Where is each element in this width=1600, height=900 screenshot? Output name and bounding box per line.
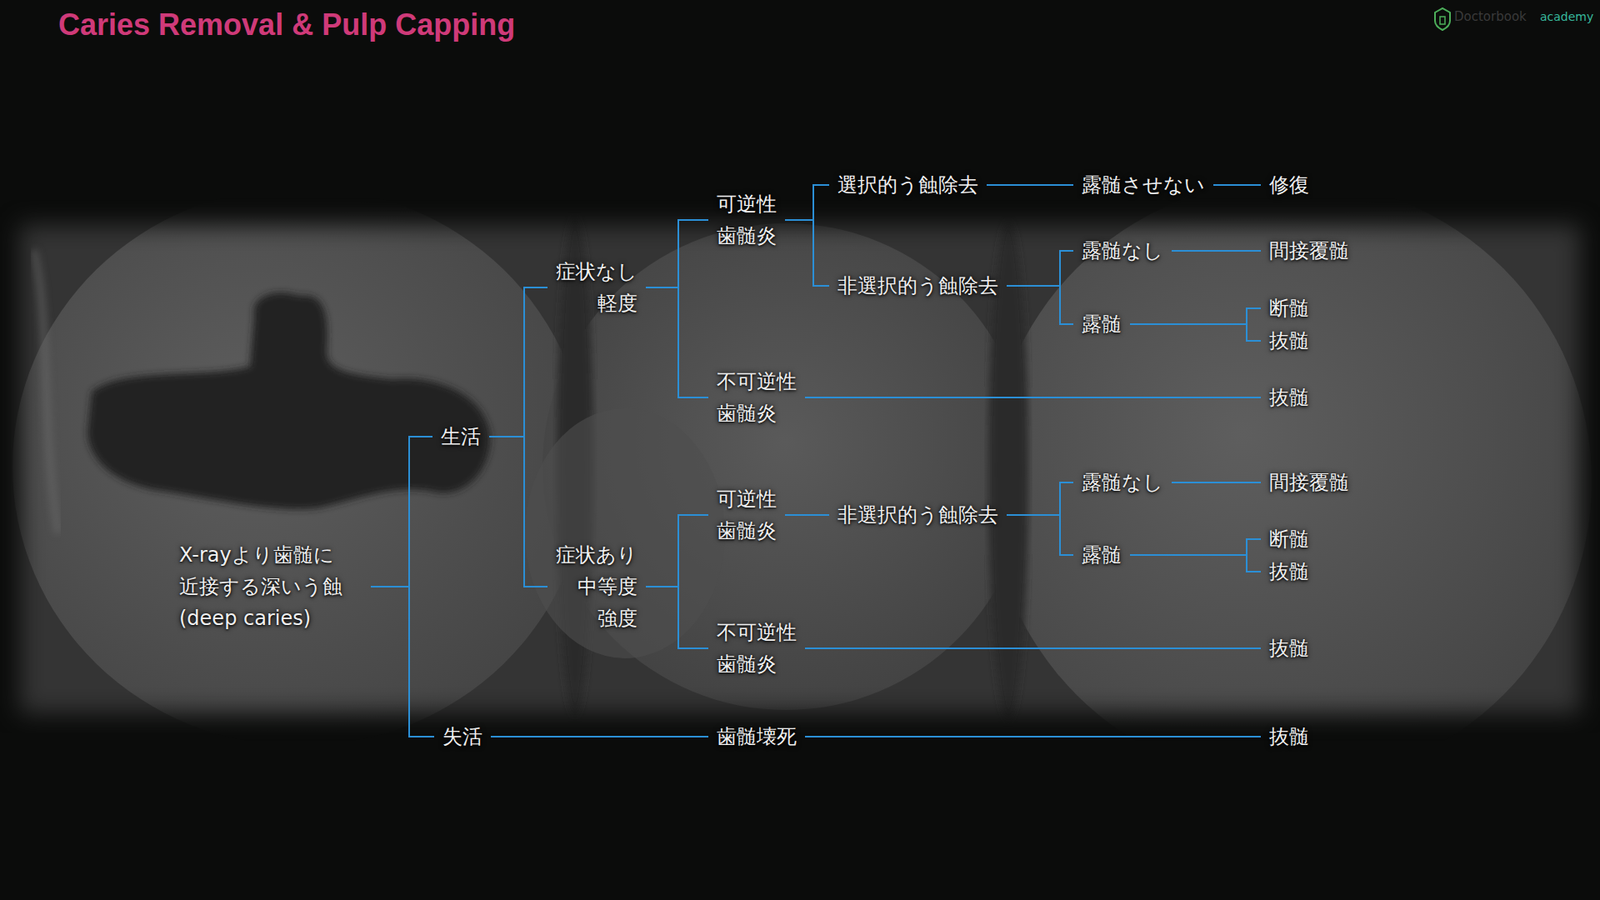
tree-node: 露髄 bbox=[1073, 308, 1130, 340]
connector-line bbox=[370, 436, 433, 587]
slide-title: Caries Removal & Pulp Capping bbox=[58, 5, 515, 45]
tree-node: 露髄なし bbox=[1073, 466, 1172, 499]
connector-line bbox=[489, 436, 548, 587]
connector-line bbox=[1130, 539, 1261, 555]
node-text: 選択的う蝕除去 bbox=[837, 169, 979, 201]
node-text: 抜髄 bbox=[1269, 720, 1310, 753]
node-text: 露髄なし bbox=[1081, 235, 1164, 267]
connector-line bbox=[805, 396, 1261, 399]
connector-line bbox=[645, 220, 709, 288]
connector-line bbox=[1006, 515, 1074, 555]
node-text: 非選択的う蝕除去 bbox=[837, 499, 999, 531]
tree-node: 不可逆性 歯髄炎 bbox=[708, 616, 805, 680]
logo-door bbox=[1440, 16, 1445, 25]
tree-node: 露髄なし bbox=[1073, 235, 1172, 267]
connector-line bbox=[490, 735, 709, 738]
connector-line bbox=[489, 287, 548, 437]
tree-node: 生活 bbox=[432, 420, 490, 453]
tree-node: 歯髄壊死 bbox=[708, 720, 805, 753]
connector-line bbox=[805, 647, 1261, 650]
node-text: 抜髄 bbox=[1269, 381, 1310, 414]
tree-node: 抜髄 bbox=[1260, 381, 1318, 414]
connector-line bbox=[785, 514, 830, 516]
node-text: 間接覆髄 bbox=[1269, 235, 1350, 267]
node-text: 断髄 bbox=[1269, 523, 1310, 555]
connector-line bbox=[986, 184, 1074, 186]
node-text: X-rayより歯髄に 近接する深いう蝕 (deep caries) bbox=[179, 539, 363, 635]
watermark-text: Doctorbook bbox=[1454, 9, 1527, 25]
photo-band bbox=[0, 180, 1600, 784]
tree-node: 修復 bbox=[1260, 169, 1318, 201]
node-text: 露髄 bbox=[1081, 539, 1122, 571]
tree-node: 断髄 bbox=[1260, 523, 1318, 555]
connector-line bbox=[1006, 250, 1074, 286]
connector-line bbox=[1006, 285, 1074, 325]
node-text: 可逆性 歯髄炎 bbox=[716, 483, 777, 547]
connector-line bbox=[1006, 482, 1074, 515]
tree-node: 可逆性 歯髄炎 bbox=[708, 483, 785, 547]
tree-node: 非選択的う蝕除去 bbox=[829, 499, 1007, 531]
node-text: 症状あり 中等度 強度 bbox=[555, 539, 638, 635]
node-text: 断髄 bbox=[1269, 292, 1310, 325]
connector-line bbox=[1130, 555, 1261, 572]
node-text: 抜髄 bbox=[1269, 325, 1310, 357]
tree-node: 失活 bbox=[434, 720, 491, 753]
node-text: 間接覆髄 bbox=[1269, 466, 1350, 499]
node-text: 露髄なし bbox=[1081, 466, 1164, 499]
tree-node: 可逆性 歯髄炎 bbox=[708, 188, 785, 252]
connector-line bbox=[1213, 184, 1261, 186]
tree-node: 抜髄 bbox=[1260, 720, 1318, 753]
tree-node: 間接覆髄 bbox=[1260, 235, 1358, 267]
connector-line bbox=[370, 586, 435, 737]
connector-line bbox=[645, 515, 709, 587]
node-text: 生活 bbox=[440, 420, 481, 453]
molar-right bbox=[988, 180, 1592, 784]
tree-node: 症状あり 中等度 強度 bbox=[547, 539, 646, 635]
connector-line bbox=[645, 287, 709, 398]
tree-node: 間接覆髄 bbox=[1260, 466, 1358, 499]
tree-node: 選択的う蝕除去 bbox=[829, 169, 987, 201]
enamel-shade bbox=[525, 408, 725, 659]
tree-node: 断髄 bbox=[1260, 292, 1318, 325]
molar-left bbox=[12, 187, 588, 746]
node-text: 抜髄 bbox=[1269, 555, 1310, 588]
node-text: 症状なし 軽度 bbox=[555, 255, 638, 320]
connector-line bbox=[1171, 481, 1261, 484]
connector-line bbox=[785, 185, 830, 220]
tree-node: 非選択的う蝕除去 bbox=[829, 270, 1007, 302]
logo-icon bbox=[1435, 8, 1450, 30]
node-text: 失活 bbox=[442, 720, 483, 753]
node-text: 可逆性 歯髄炎 bbox=[716, 188, 777, 252]
connector-line bbox=[1171, 250, 1261, 252]
tree-node: X-rayより歯髄に 近接する深いう蝕 (deep caries) bbox=[170, 539, 371, 635]
tree-node: 抜髄 bbox=[1260, 325, 1318, 357]
node-text: 不可逆性 歯髄炎 bbox=[716, 616, 797, 680]
caries-cavity bbox=[87, 292, 490, 510]
tree-node: 露髄 bbox=[1073, 539, 1130, 571]
logo-shield bbox=[1435, 8, 1450, 30]
watermark-text: academy bbox=[1540, 10, 1594, 24]
node-text: 不可逆性 歯髄炎 bbox=[716, 365, 797, 430]
node-text: 露髄させない bbox=[1081, 169, 1205, 201]
node-text: 修復 bbox=[1269, 169, 1310, 201]
connector-line bbox=[805, 735, 1261, 738]
connector-line bbox=[785, 220, 830, 286]
node-text: 露髄 bbox=[1081, 308, 1122, 340]
node-text: 抜髄 bbox=[1269, 632, 1310, 665]
node-text: 非選択的う蝕除去 bbox=[837, 270, 999, 302]
tree-node: 不可逆性 歯髄炎 bbox=[708, 365, 805, 430]
connector-line bbox=[645, 586, 709, 649]
node-text: 歯髄壊死 bbox=[716, 720, 797, 753]
tooth-wall bbox=[33, 250, 59, 534]
connector-line bbox=[1130, 324, 1261, 341]
tree-node: 露髄させない bbox=[1073, 169, 1214, 201]
connector-line bbox=[1130, 308, 1261, 325]
tree-node: 症状なし 軽度 bbox=[547, 255, 646, 320]
tree-node: 抜髄 bbox=[1260, 632, 1318, 665]
tree-node: 抜髄 bbox=[1260, 555, 1318, 588]
